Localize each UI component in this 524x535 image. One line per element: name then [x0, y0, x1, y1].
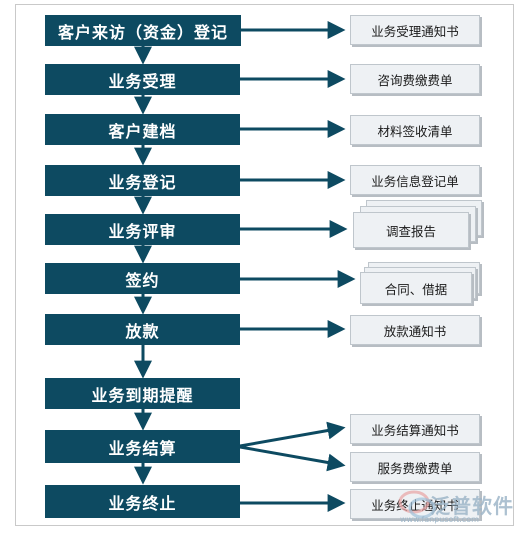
doc-loan-notice: 放款通知书: [350, 315, 480, 345]
watermark-logo-icon: [398, 490, 436, 519]
watermark-brand: 泛普软件: [430, 494, 514, 518]
doc-consulting-fee-bill: 咨询费缴费单: [350, 64, 480, 94]
step-business-termination: 业务终止: [45, 485, 240, 518]
step-business-acceptance: 业务受理: [45, 64, 240, 95]
step-business-review: 业务评审: [45, 214, 240, 245]
doc-arrow-8: [239, 421, 346, 448]
step-customer-filing: 客户建档: [45, 114, 240, 145]
step-signing: 签约: [45, 263, 240, 294]
doc-arrow-9: [239, 445, 346, 472]
doc-material-receipt-list: 材料签收清单: [350, 115, 480, 145]
doc-service-fee-bill: 服务费缴费单: [350, 452, 480, 482]
step-business-registration: 业务登记: [45, 165, 240, 196]
doc-termination-notice: 业务终止通知书: [350, 489, 480, 519]
doc-investigation-report: 调查报告: [353, 212, 469, 248]
doc-acceptance-notice: 业务受理通知书: [350, 15, 480, 45]
doc-contract-receipt: 合同、借据: [360, 272, 472, 304]
step-business-settlement: 业务结算: [45, 430, 240, 463]
step-visitor-registration: 客户来访（资金）登记: [45, 15, 241, 46]
watermark-url: www.fanpusoft.com: [400, 515, 479, 524]
doc-settlement-notice: 业务结算通知书: [350, 414, 480, 444]
step-loan-disbursement: 放款: [45, 314, 240, 345]
step-maturity-reminder: 业务到期提醒: [45, 378, 240, 409]
doc-business-info-form: 业务信息登记单: [350, 165, 480, 195]
